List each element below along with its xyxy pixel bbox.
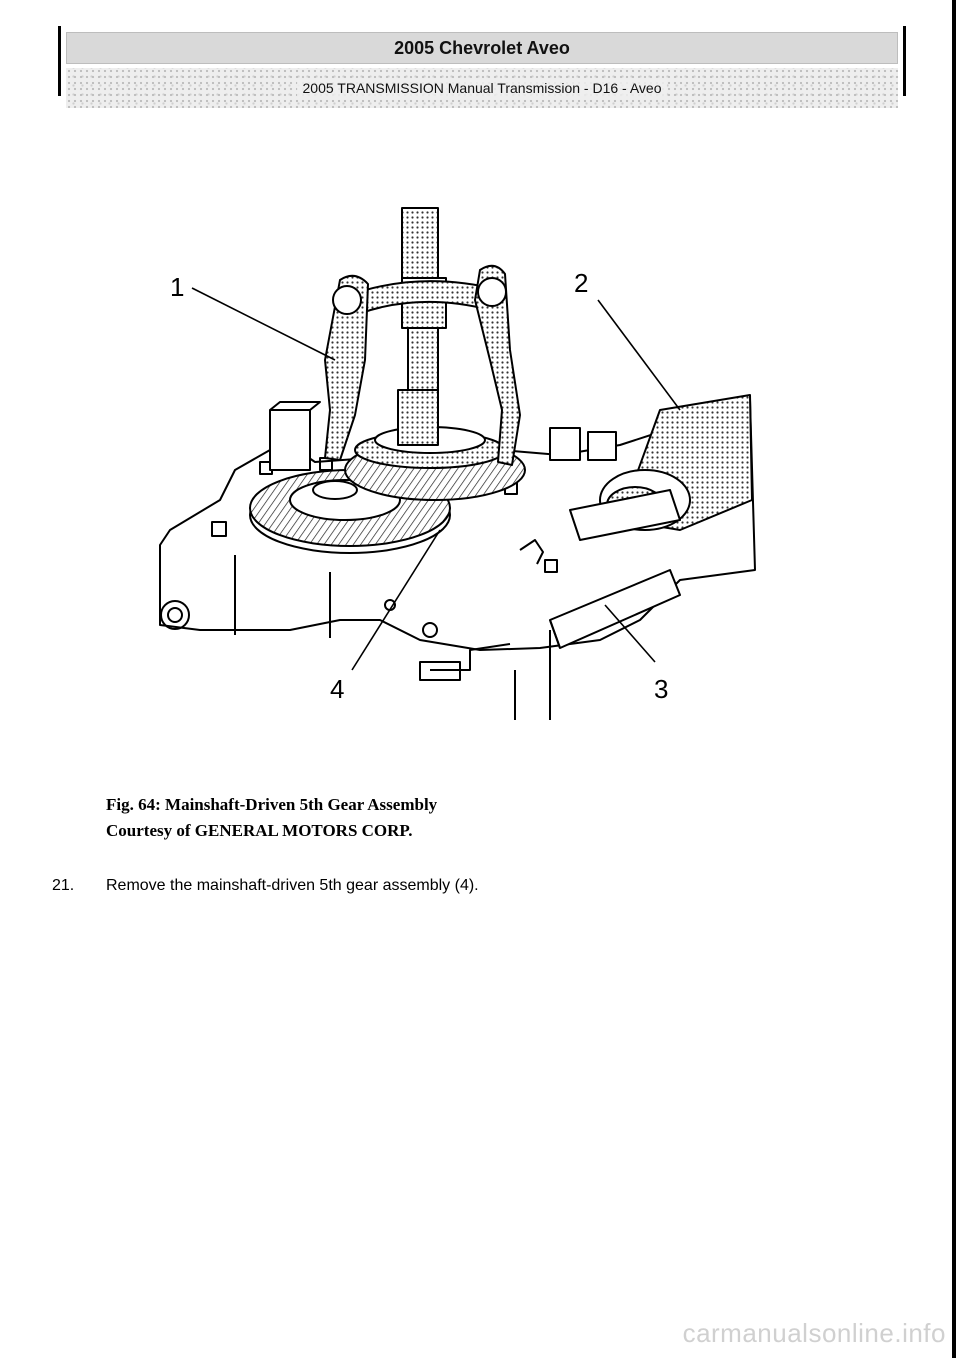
figure-caption: Fig. 64: Mainshaft-Driven 5th Gear Assem… — [106, 792, 706, 844]
callout-4: 4 — [330, 674, 344, 704]
step-text: Remove the mainshaft-driven 5th gear ass… — [106, 877, 479, 894]
callout-1: 1 — [170, 272, 184, 302]
callout-2: 2 — [574, 268, 588, 298]
header-right-border — [903, 26, 906, 96]
header-left-border — [58, 26, 61, 96]
figure-caption-title: Fig. 64: Mainshaft-Driven 5th Gear Assem… — [106, 795, 438, 814]
step-number: 21. — [52, 877, 75, 894]
document-header: 2005 Chevrolet Aveo 2005 TRANSMISSION Ma… — [58, 26, 906, 108]
page-right-border — [952, 0, 956, 1358]
header-subtitle: 2005 TRANSMISSION Manual Transmission - … — [66, 68, 898, 108]
callout-3: 3 — [654, 674, 668, 704]
site-watermark: carmanualsonline.info — [682, 1318, 946, 1348]
figure-caption-credit: Courtesy of GENERAL MOTORS CORP. — [106, 821, 413, 840]
header-title: 2005 Chevrolet Aveo — [66, 32, 898, 64]
gear-puller-illustration: 1 2 3 4 — [159, 207, 756, 720]
header-subtitle-text: 2005 TRANSMISSION Manual Transmission - … — [296, 80, 668, 96]
